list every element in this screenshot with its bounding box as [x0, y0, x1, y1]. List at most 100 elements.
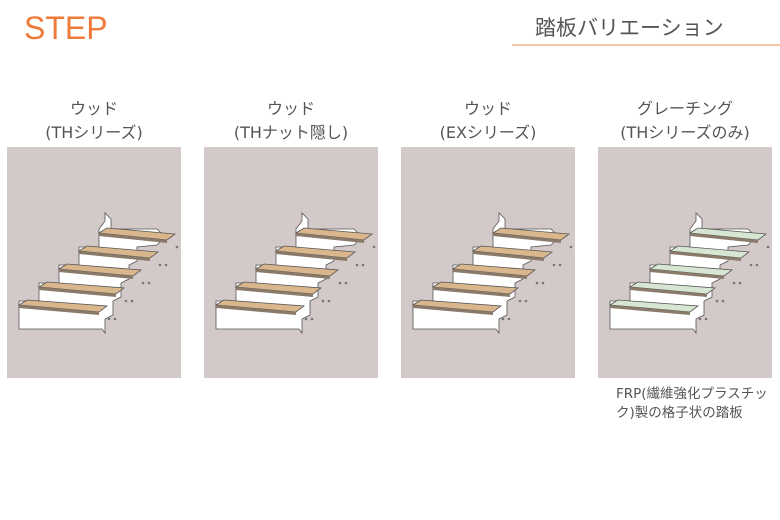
bolt-hole [569, 245, 573, 249]
variant-wood-th: ウッド (THシリーズ) [7, 97, 181, 378]
stair-tread [254, 263, 340, 277]
stair-tread [234, 281, 323, 295]
heading-underline [512, 44, 780, 46]
bolt-hole [738, 281, 742, 285]
stair-tread [668, 245, 751, 259]
tread-edge [650, 269, 724, 279]
variant-note: FRP(繊維強化プラスチック)製の格子状の踏板 [616, 386, 768, 421]
variant-wood-ex: ウッド (EXシリーズ) [401, 97, 575, 378]
stair-image [598, 147, 772, 378]
stair-tread [57, 263, 143, 277]
stair-tread [431, 281, 520, 295]
stair-image [7, 147, 181, 378]
staircase-illustration [17, 212, 179, 335]
tread-edge [610, 305, 690, 315]
stair-tread [214, 299, 306, 313]
stair-tread [451, 263, 537, 277]
variant-grating: グレーチング (THシリーズのみ) FRP(繊維強化プラスチック)製の格子状の踏… [598, 97, 772, 421]
stair-tread [294, 227, 374, 241]
bolt-hole [524, 299, 528, 303]
bolt-hole [507, 317, 511, 321]
bolt-hole [535, 281, 539, 285]
variant-series: (THナット隠し) [233, 123, 349, 142]
bolt-hole [107, 317, 111, 321]
tread-edge [296, 233, 364, 243]
bolt-hole [715, 299, 719, 303]
bolt-hole [749, 263, 753, 267]
stair-image [204, 147, 378, 378]
tread-edge [670, 251, 741, 261]
tread-edge [690, 233, 758, 243]
stair-tread [491, 227, 571, 241]
tread-edge [493, 233, 561, 243]
bolt-hole [766, 245, 770, 249]
stair-tread [274, 245, 357, 259]
step-title: STEP [24, 10, 108, 46]
variant-name: グレーチング [636, 99, 733, 118]
stair-tread [628, 281, 717, 295]
bolt-hole [732, 281, 736, 285]
stair-tread [77, 245, 160, 259]
tread-edge [39, 287, 116, 297]
stair-tread [17, 299, 109, 313]
bolt-hole [321, 299, 325, 303]
variant-name: ウッド [69, 99, 118, 118]
bolt-hole [130, 299, 134, 303]
bolt-hole [175, 245, 179, 249]
stair-tread [688, 227, 768, 241]
variant-name: ウッド [463, 99, 512, 118]
tread-edge [99, 233, 167, 243]
stair-image [401, 147, 575, 378]
tread-edge [19, 305, 99, 315]
variant-name: ウッド [266, 99, 315, 118]
bolt-hole [327, 299, 331, 303]
bolt-hole [518, 299, 522, 303]
tread-edge [413, 305, 493, 315]
tread-edge [630, 287, 707, 297]
stair-tread [411, 299, 503, 313]
staircase-illustration [411, 212, 573, 335]
staircase-illustration [608, 212, 770, 335]
bolt-hole [361, 263, 365, 267]
tread-edge [236, 287, 313, 297]
variant-series: (THシリーズのみ) [620, 123, 750, 142]
stair-tread [37, 281, 126, 295]
bolt-hole [501, 317, 505, 321]
bolt-hole [147, 281, 151, 285]
staircase-illustration [214, 212, 376, 335]
bolt-hole [124, 299, 128, 303]
tread-edge [276, 251, 347, 261]
bolt-hole [721, 299, 725, 303]
bolt-hole [372, 245, 376, 249]
bolt-hole [158, 263, 162, 267]
tread-edge [59, 269, 133, 279]
stair-tread [648, 263, 734, 277]
stair-tread [471, 245, 554, 259]
tread-edge [433, 287, 510, 297]
stair-tread [97, 227, 177, 241]
stair-tread [608, 299, 700, 313]
bolt-hole [355, 263, 359, 267]
bolt-hole [141, 281, 145, 285]
bolt-hole [755, 263, 759, 267]
bolt-hole [541, 281, 545, 285]
tread-edge [473, 251, 544, 261]
tread-edge [79, 251, 150, 261]
variant-series: (EXシリーズ) [439, 123, 537, 142]
bolt-hole [698, 317, 702, 321]
bolt-hole [113, 317, 117, 321]
bolt-hole [164, 263, 168, 267]
tread-edge [453, 269, 527, 279]
variant-wood-th-nut: ウッド (THナット隠し) [204, 97, 378, 378]
bolt-hole [338, 281, 342, 285]
bolt-hole [558, 263, 562, 267]
variant-series: (THシリーズ) [45, 123, 143, 142]
bolt-hole [552, 263, 556, 267]
bolt-hole [704, 317, 708, 321]
page-heading: 踏板バリエーション [535, 16, 724, 40]
bolt-hole [310, 317, 314, 321]
bolt-hole [304, 317, 308, 321]
tread-edge [256, 269, 330, 279]
bolt-hole [344, 281, 348, 285]
tread-edge [216, 305, 296, 315]
